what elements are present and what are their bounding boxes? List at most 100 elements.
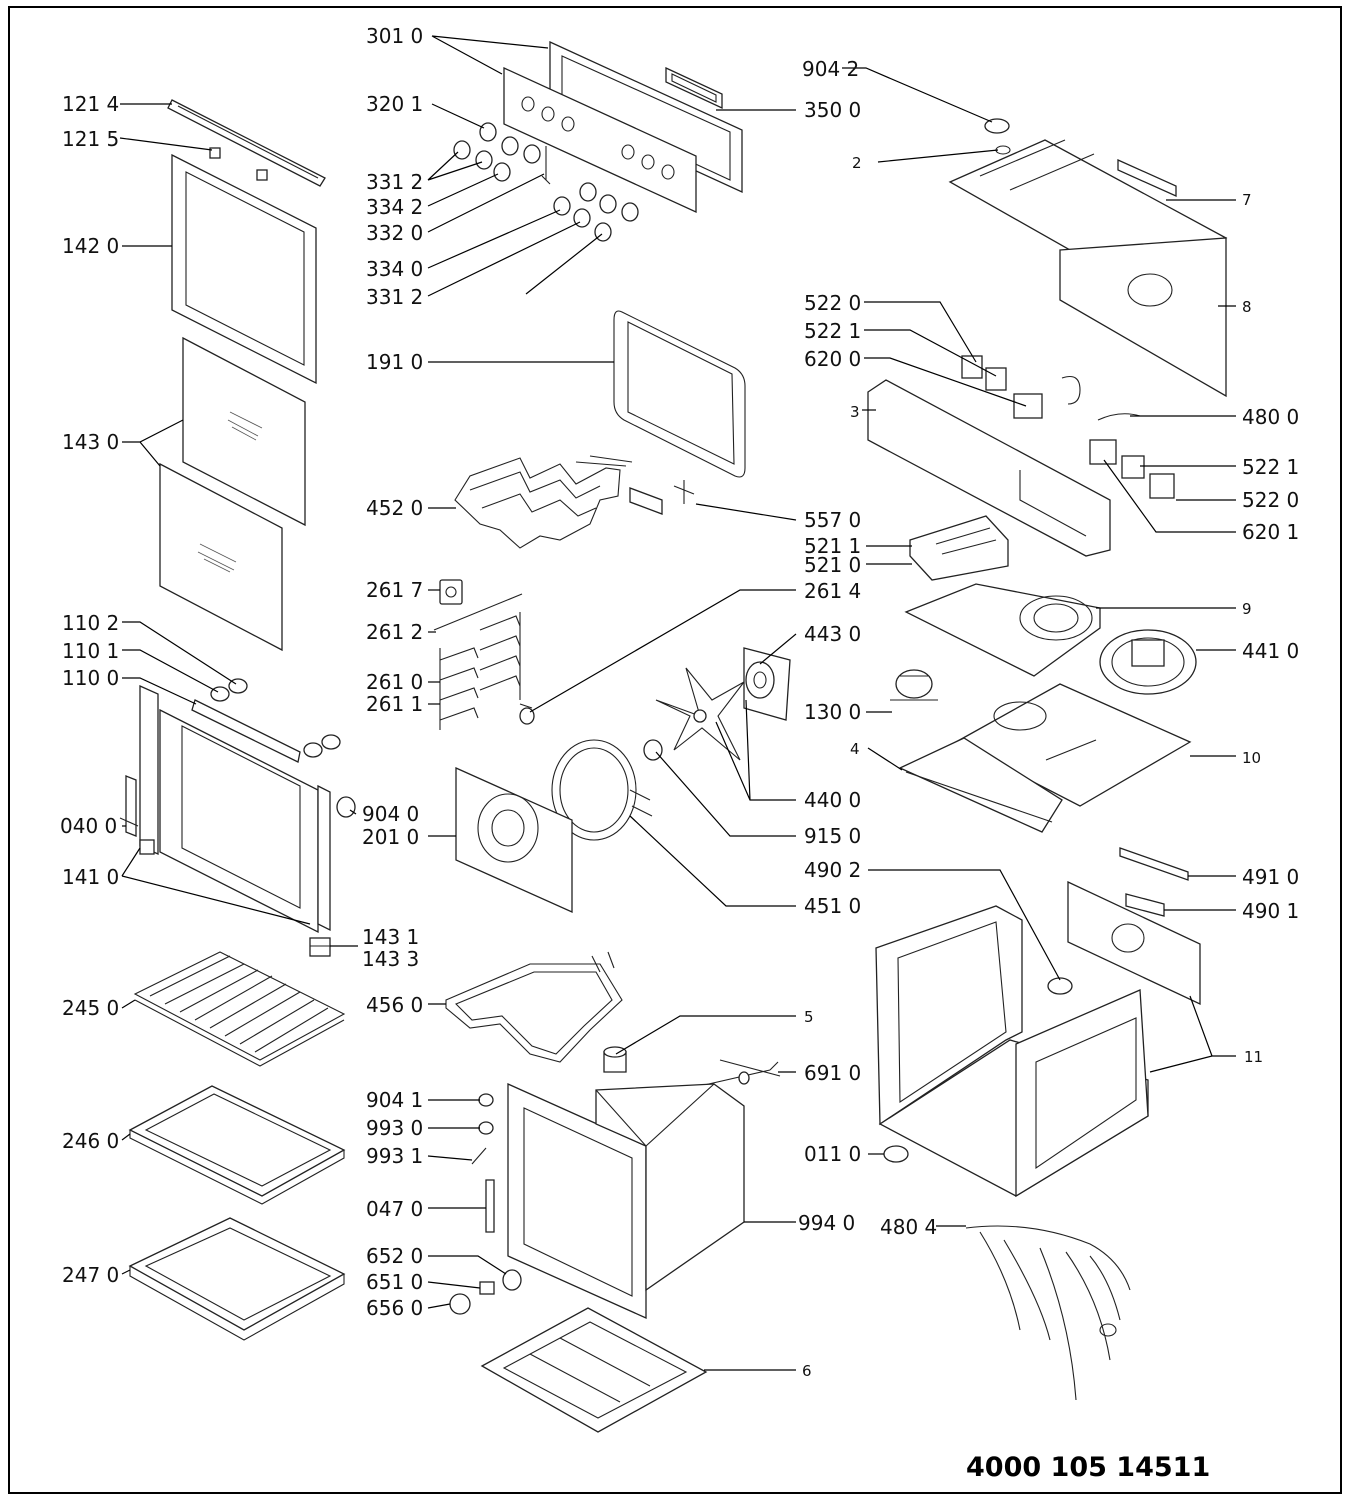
outer-door-glass-part: [171, 153, 317, 385]
label-490-1: 490 1: [1242, 899, 1299, 923]
label-10: 10: [1242, 749, 1261, 767]
label-320-1: 320 1: [366, 92, 423, 116]
display-window-part: [665, 66, 723, 110]
label-451-0: 451 0: [804, 894, 861, 918]
label-110-1: 110 1: [62, 639, 119, 663]
door-knob-part: [336, 796, 356, 818]
label-141-0: 141 0: [62, 865, 119, 889]
label-143-3: 143 3: [362, 947, 419, 971]
label-993-0: 993 0: [366, 1116, 423, 1140]
label-261-7: 261 7: [366, 578, 423, 602]
control-knobs-part: [453, 122, 639, 242]
lamp-cover-parts: [449, 1269, 522, 1315]
label-904-2: 904 2: [802, 57, 859, 81]
label-191-0: 191 0: [366, 350, 423, 374]
door-top-trim-part: [167, 99, 326, 187]
label-521-0: 521 0: [804, 553, 861, 577]
label-8: 8: [1242, 298, 1252, 316]
circular-element-part: [551, 739, 653, 841]
label-522-1b: 522 1: [1242, 455, 1299, 479]
foot-part: [883, 1145, 909, 1163]
label-656-0: 656 0: [366, 1296, 423, 1320]
label-334-0: 334 0: [366, 257, 423, 281]
label-040-0: 040 0: [60, 814, 117, 838]
fascia-panel-part: [503, 66, 697, 214]
door-hinge-part: [119, 775, 139, 837]
parts-drawing: [119, 40, 1228, 1433]
label-7: 7: [1242, 191, 1252, 209]
label-4: 4: [850, 740, 860, 758]
label-620-1: 620 1: [1242, 520, 1299, 544]
label-143-1: 143 1: [362, 925, 419, 949]
label-3: 3: [850, 403, 860, 421]
label-301-0: 301 0: [366, 24, 423, 48]
label-441-0: 441 0: [1242, 639, 1299, 663]
label-904-0: 904 0: [362, 802, 419, 826]
fan-motor-part: [743, 647, 791, 721]
cooling-fan-part: [1099, 629, 1197, 695]
label-652-0: 652 0: [366, 1244, 423, 1268]
door-gasket-part: [613, 310, 746, 478]
trim-clip-part: [209, 147, 268, 181]
control-bracket-part: [867, 379, 1111, 557]
label-143-0: 143 0: [62, 430, 119, 454]
label-201-0: 201 0: [362, 825, 419, 849]
label-490-2: 490 2: [804, 858, 861, 882]
label-110-0: 110 0: [62, 666, 119, 690]
label-245-0: 245 0: [62, 996, 119, 1020]
label-9: 9: [1242, 600, 1252, 618]
label-691-0: 691 0: [804, 1061, 861, 1085]
thermostat-probe-part: [699, 1059, 781, 1087]
motor-part: [890, 669, 938, 701]
drawing-frame: [8, 6, 1342, 1494]
top-casing-part: [948, 139, 1228, 398]
label-110-2: 110 2: [62, 611, 119, 635]
label-6: 6: [802, 1362, 812, 1380]
bottom-element-part: [445, 951, 623, 1063]
label-332-0: 332 0: [366, 221, 423, 245]
label-246-0: 246 0: [62, 1129, 119, 1153]
label-994-0: 994 0: [798, 1211, 855, 1235]
terminal-parts: [1047, 847, 1189, 995]
fan-housing-part: [904, 583, 1101, 677]
label-047-0: 047 0: [366, 1197, 423, 1221]
label-904-1: 904 1: [366, 1088, 423, 1112]
label-480-0: 480 0: [1242, 405, 1299, 429]
bottom-plate-part: [480, 1307, 708, 1433]
label-491-0: 491 0: [1242, 865, 1299, 889]
label-480-4: 480 4: [880, 1215, 937, 1239]
label-121-4: 121 4: [62, 92, 119, 116]
label-331-2a: 331 2: [366, 170, 423, 194]
door-clip-part: [139, 839, 331, 957]
lamp-part: [603, 1046, 627, 1073]
label-452-0: 452 0: [366, 496, 423, 520]
label-261-0: 261 0: [366, 670, 423, 694]
label-261-2: 261 2: [366, 620, 423, 644]
callout-labels: 301 0 320 1 331 2 334 2 332 0 334 0 331 …: [60, 24, 1299, 1380]
door-frame-part: [139, 684, 331, 934]
label-247-0: 247 0: [62, 1263, 119, 1287]
fan-blade-part: [655, 667, 745, 761]
label-331-2b: 331 2: [366, 285, 423, 309]
label-440-0: 440 0: [804, 788, 861, 812]
label-011-0: 011 0: [804, 1142, 861, 1166]
leader-lines: [119, 35, 1236, 1371]
fan-spacer-part: [643, 739, 663, 761]
oven-housing-part: [875, 880, 1201, 1198]
label-142-0: 142 0: [62, 234, 119, 258]
shelf-screw-part: [519, 703, 535, 725]
electronic-board-part: [909, 515, 1009, 581]
oven-cavity-part: [507, 1082, 745, 1320]
label-915-0: 915 0: [804, 824, 861, 848]
door-handle-part: [191, 678, 341, 763]
deep-tray-part: [128, 1217, 346, 1341]
label-443-0: 443 0: [804, 622, 861, 646]
wiring-harness-part: [965, 1225, 1131, 1401]
label-5: 5: [804, 1008, 814, 1026]
grommet-part: [984, 118, 1011, 155]
rear-panel-part: [455, 766, 573, 914]
label-557-0: 557 0: [804, 508, 861, 532]
shelf-support-part: [433, 579, 523, 730]
document-number: 4000 105 14511: [966, 1452, 1210, 1483]
label-2: 2: [852, 154, 862, 172]
